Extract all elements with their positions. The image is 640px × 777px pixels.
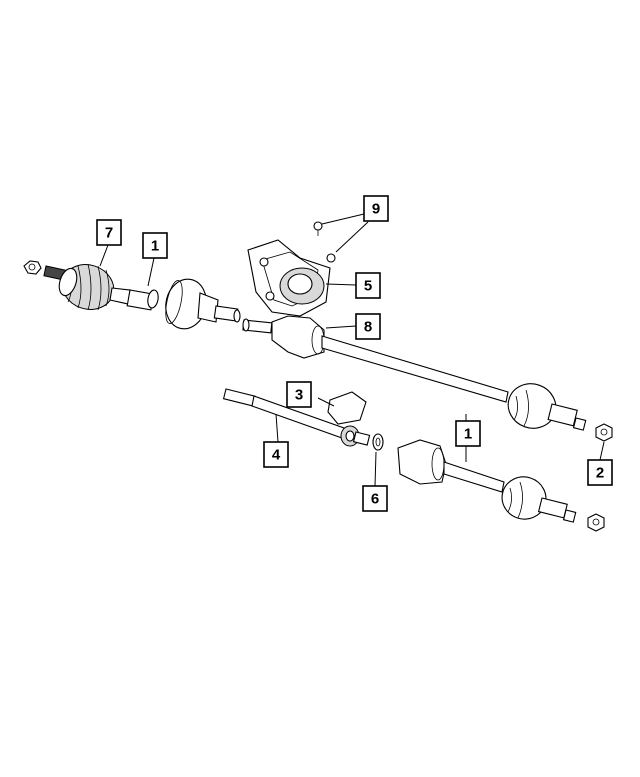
leader-6 xyxy=(374,451,377,487)
bearing-3 xyxy=(327,391,371,447)
callout-5-label: 5 xyxy=(364,278,372,295)
washer-6 xyxy=(372,433,384,451)
leader-4 xyxy=(275,413,279,443)
callout-2: 2 xyxy=(587,459,613,486)
leader-9a xyxy=(321,213,365,225)
inner-cv-boot-8 xyxy=(271,315,325,359)
outer-cv-boot-7 xyxy=(58,263,115,311)
left-upper-axle-shaft xyxy=(23,260,241,330)
leader-3 xyxy=(317,397,335,407)
bolt-9a xyxy=(313,221,323,236)
bolt-9b xyxy=(326,253,336,263)
outer-joint-upper-right xyxy=(507,383,587,431)
callout-4: 4 xyxy=(263,441,289,468)
intermediate-shaft-1 xyxy=(109,287,159,311)
inner-joint-housing-upper xyxy=(165,278,241,330)
callout-6: 6 xyxy=(362,485,388,512)
leader-8 xyxy=(325,325,357,329)
leader-1a xyxy=(147,257,155,287)
callout-1-upper-label: 1 xyxy=(151,238,159,255)
callout-6-label: 6 xyxy=(371,491,379,508)
leader-2 xyxy=(599,441,605,461)
callout-9-label: 9 xyxy=(372,201,380,218)
hex-nut-2-upper xyxy=(595,423,613,442)
callout-5: 5 xyxy=(355,272,381,299)
hex-nut-upper-left xyxy=(23,260,42,275)
callout-8: 8 xyxy=(355,313,381,340)
callout-7-label: 7 xyxy=(105,225,113,242)
callout-3: 3 xyxy=(286,381,312,408)
right-axle-shaft-lower xyxy=(397,439,577,523)
intermediate-shaft-4 xyxy=(222,388,371,447)
leader-7 xyxy=(99,244,109,267)
callout-3-label: 3 xyxy=(295,387,303,404)
leader-5 xyxy=(325,283,357,286)
callout-2-label: 2 xyxy=(596,465,604,482)
callout-7: 7 xyxy=(96,219,122,246)
outer-joint-lower-right xyxy=(501,476,577,523)
callout-1-lower: 1 xyxy=(455,420,481,447)
callout-1-lower-label: 1 xyxy=(464,426,472,443)
callout-8-label: 8 xyxy=(364,319,372,336)
right-axle-shaft-upper xyxy=(242,315,587,431)
callout-9: 9 xyxy=(363,195,389,222)
hex-nut-2-lower xyxy=(587,513,605,532)
callout-4-label: 4 xyxy=(272,447,281,464)
bearing-bracket-5 xyxy=(247,239,331,317)
leader-9b xyxy=(335,221,369,253)
callout-1-upper: 1 xyxy=(142,232,168,259)
